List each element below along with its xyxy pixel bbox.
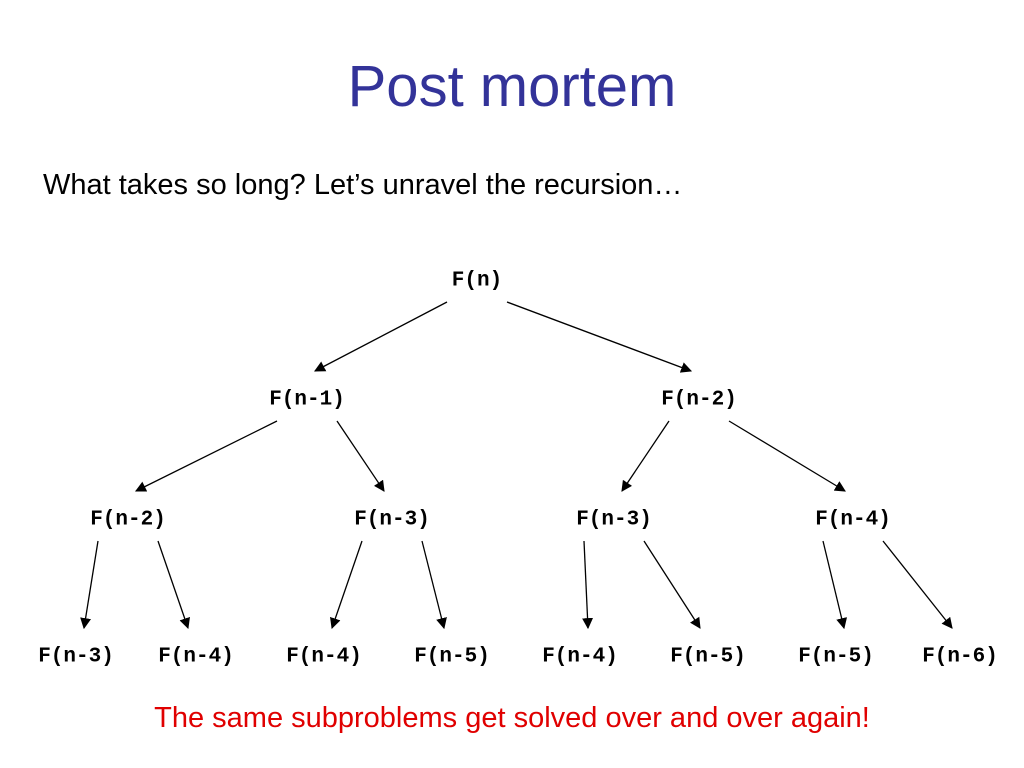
- tree-edge-l1a-l2b: [336, 420, 385, 492]
- tree-node-l1b: F(n-2): [661, 389, 737, 412]
- tree-edge-root-l1a: [314, 301, 448, 372]
- tree-edge-l1a-l2a: [135, 420, 278, 492]
- tree-node-l3g: F(n-5): [798, 646, 874, 669]
- slide-title: Post mortem: [347, 54, 677, 119]
- tree-node-l3e: F(n-4): [542, 646, 618, 669]
- tree-node-l3d: F(n-5): [414, 646, 490, 669]
- tree-nodes: F(n) F(n-1) F(n-2) F(n-2) F(n-3) F(n-3) F(n-4)…: [38, 270, 998, 669]
- slide-subtitle: What takes so long? Let’s unravel the re…: [43, 169, 683, 201]
- tree-node-l3b: F(n-4): [158, 646, 234, 669]
- tree-node-l3c: F(n-4): [286, 646, 362, 669]
- tree-edge-l2a-l3a: [80, 540, 99, 630]
- tree-node-root: F(n): [452, 270, 502, 293]
- tree-edge-l1b-l2d: [728, 420, 846, 492]
- tree-node-l3h: F(n-6): [922, 646, 998, 669]
- tree-edge-l2a-l3b: [157, 540, 190, 630]
- tree-edge-root-l1b: [506, 301, 693, 373]
- tree-node-l2a: F(n-2): [90, 509, 166, 532]
- tree-edge-l2b-l3d: [421, 540, 447, 630]
- tree-node-l2b: F(n-3): [354, 509, 430, 532]
- tree-edge-l1b-l2c: [621, 420, 670, 492]
- tree-node-l3f: F(n-5): [670, 646, 746, 669]
- tree-edge-l2d-l3h: [882, 540, 953, 629]
- tree-edge-l2c-l3e: [582, 540, 594, 630]
- tree-edge-l2b-l3c: [330, 540, 363, 630]
- tree-edges: [80, 301, 953, 630]
- tree-edge-l2d-l3g: [822, 540, 848, 630]
- tree-node-l2c: F(n-3): [576, 509, 652, 532]
- tree-node-l2d: F(n-4): [815, 509, 891, 532]
- slide-footer: The same subproblems get solved over and…: [154, 702, 870, 734]
- tree-edge-l2c-l3f: [643, 540, 701, 629]
- tree-node-l1a: F(n-1): [269, 389, 345, 412]
- tree-node-l3a: F(n-3): [38, 646, 114, 669]
